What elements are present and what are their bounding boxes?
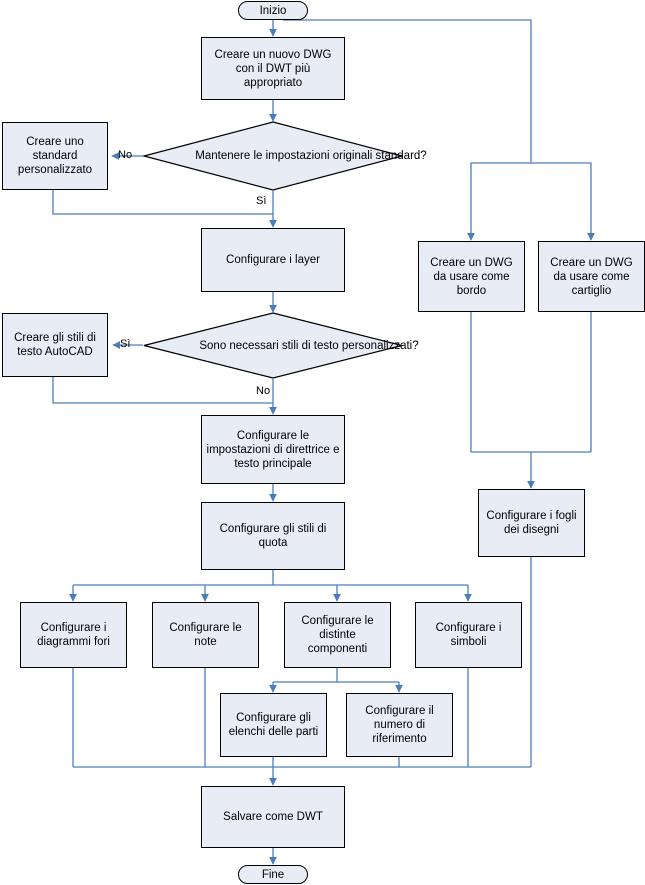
node-start[interactable]: Inizio bbox=[238, 1, 308, 20]
node-symbols-label: Configurare i simboli bbox=[435, 622, 502, 648]
node-parts-lists[interactable]: Configurare gli elenchi delle parti bbox=[220, 693, 327, 757]
node-dim-styles[interactable]: Configurare gli stili di quota bbox=[201, 502, 345, 570]
node-border-dwg[interactable]: Creare un DWG da usare come bordo bbox=[418, 241, 525, 312]
node-text-styles-needed-label: Sono necessari stili di testo personaliz… bbox=[199, 339, 419, 352]
node-layers-label: Configurare i layer bbox=[226, 254, 320, 266]
node-bom-label: Configurare le distinte componenti bbox=[301, 615, 374, 655]
node-keep-standard[interactable]: Mantenere le impostazioni originali stan… bbox=[143, 121, 427, 191]
node-parts-lists-label: Configurare gli elenchi delle parti bbox=[228, 712, 319, 738]
node-bom[interactable]: Configurare le distinte componenti bbox=[284, 602, 391, 668]
node-sheets-label: Configurare i fogli dei disegni bbox=[486, 510, 577, 536]
edge-label-keep-standard-yes: Sì bbox=[256, 195, 267, 207]
node-sheets[interactable]: Configurare i fogli dei disegni bbox=[478, 489, 585, 557]
edge-label-text-styles-yes: Sì bbox=[120, 338, 131, 350]
node-leader-settings-label: Configurare le impostazioni di direttric… bbox=[206, 429, 340, 470]
node-titleblock-dwg-label: Creare un DWG da usare come cartiglio bbox=[550, 256, 633, 297]
node-custom-standard[interactable]: Creare uno standard personalizzato bbox=[2, 122, 108, 190]
node-new-dwg[interactable]: Creare un nuovo DWG con il DWT più appro… bbox=[201, 37, 345, 100]
node-hole-charts[interactable]: Configurare i diagrammi fori bbox=[20, 602, 127, 668]
node-end-label: Fine bbox=[261, 868, 285, 881]
node-end[interactable]: Fine bbox=[238, 865, 308, 884]
node-autocad-text-styles-label: Creare gli stili di testo AutoCAD bbox=[14, 332, 96, 358]
node-titleblock-dwg[interactable]: Creare un DWG da usare come cartiglio bbox=[538, 241, 645, 312]
node-notes-label: Configurare le note bbox=[169, 622, 242, 648]
node-balloon-number[interactable]: Configurare il numero di riferimento bbox=[346, 693, 453, 757]
node-balloon-number-label: Configurare il numero di riferimento bbox=[365, 705, 434, 745]
edge-label-text-styles-no: No bbox=[256, 385, 271, 397]
node-leader-settings[interactable]: Configurare le impostazioni di direttric… bbox=[201, 415, 345, 484]
edge-label-keep-standard-no: No bbox=[118, 149, 133, 161]
node-autocad-text-styles[interactable]: Creare gli stili di testo AutoCAD bbox=[2, 313, 108, 377]
node-new-dwg-label: Creare un nuovo DWG con il DWT più appro… bbox=[214, 48, 332, 89]
node-keep-standard-label: Mantenere le impostazioni originali stan… bbox=[195, 150, 427, 162]
node-symbols[interactable]: Configurare i simboli bbox=[415, 602, 522, 668]
node-save-dwt[interactable]: Salvare come DWT bbox=[201, 786, 345, 848]
node-notes[interactable]: Configurare le note bbox=[152, 602, 259, 668]
node-hole-charts-label: Configurare i diagrammi fori bbox=[37, 622, 110, 648]
node-dim-styles-label: Configurare gli stili di quota bbox=[219, 523, 327, 549]
node-border-dwg-label: Creare un DWG da usare come bordo bbox=[430, 256, 513, 297]
node-save-dwt-label: Salvare come DWT bbox=[223, 811, 323, 823]
decision-shape bbox=[143, 312, 403, 379]
node-layers[interactable]: Configurare i layer bbox=[201, 228, 345, 292]
node-text-styles-needed[interactable]: Sono necessari stili di testo personaliz… bbox=[143, 312, 419, 379]
node-start-label: Inizio bbox=[259, 4, 287, 17]
node-custom-standard-label: Creare uno standard personalizzato bbox=[17, 136, 93, 176]
